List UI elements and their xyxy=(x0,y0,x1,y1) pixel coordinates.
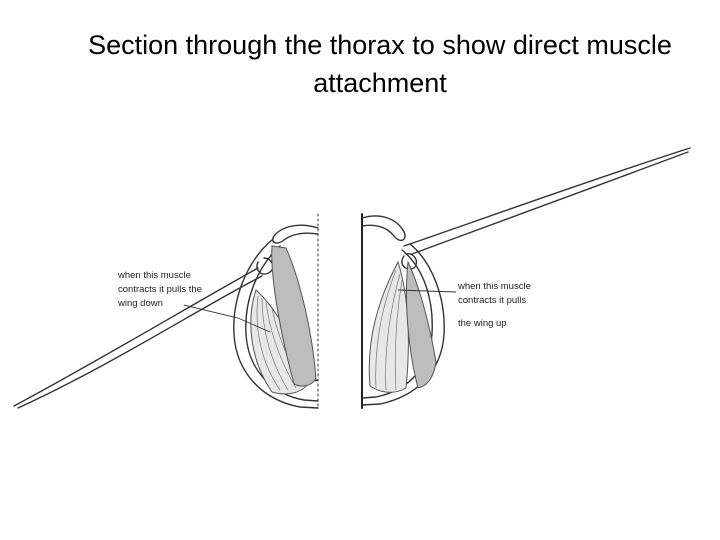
right-body-wall xyxy=(361,243,445,406)
right-wing xyxy=(403,147,691,247)
slide-title: Section through the thorax to show direc… xyxy=(88,30,672,98)
left-pleural-process xyxy=(256,257,274,275)
wing-up-label-continued: the wing up xyxy=(458,318,507,329)
left-wing xyxy=(13,267,259,407)
left-muscles xyxy=(250,245,317,395)
left-body-wall xyxy=(233,239,319,409)
right-pleural-process xyxy=(401,253,418,270)
wing-down-label: when this muscle contracts it pulls the … xyxy=(118,270,202,309)
right-muscles xyxy=(368,260,437,393)
right-leader-line xyxy=(397,289,457,293)
left-tergum xyxy=(272,224,319,244)
left-vertical-muscle xyxy=(271,245,317,387)
right-vertical-muscle xyxy=(405,260,437,389)
wing-up-label: when this muscle contracts it pulls xyxy=(458,281,531,306)
thorax-section-diagram xyxy=(13,147,691,409)
left-thorax-half xyxy=(13,224,319,409)
right-tergum xyxy=(361,215,406,242)
left-leader-line xyxy=(183,304,271,333)
